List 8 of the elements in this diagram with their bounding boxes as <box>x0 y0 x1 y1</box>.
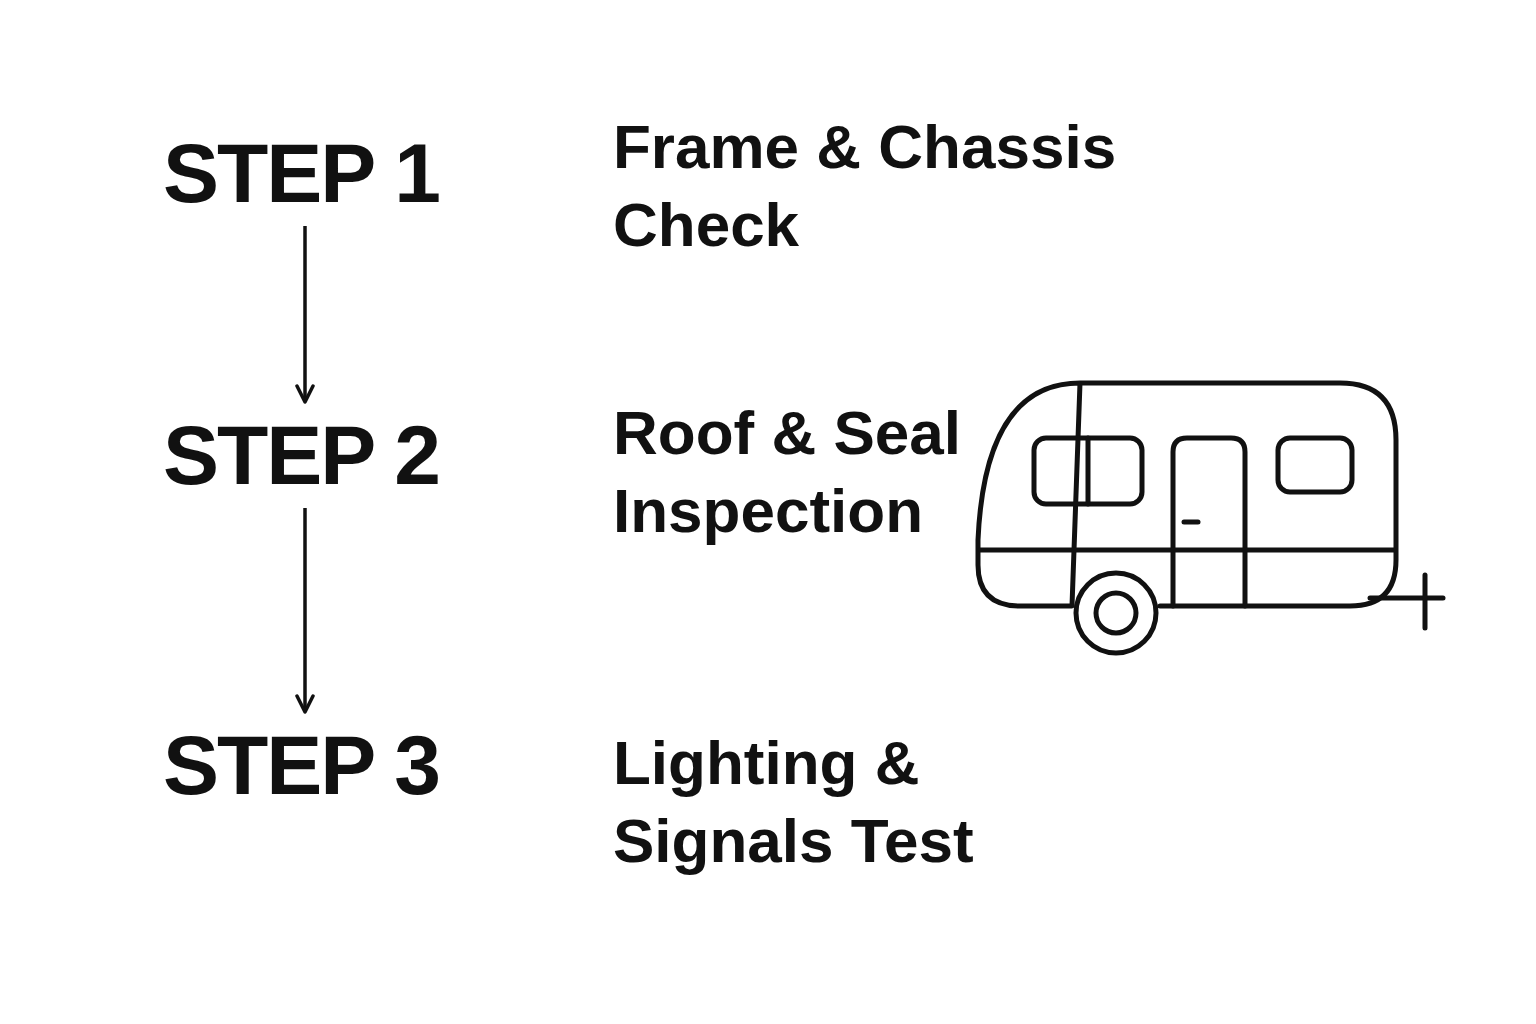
step-description: Frame & Chassis Check <box>613 111 1118 261</box>
arrow <box>295 226 315 404</box>
arrow <box>295 508 315 714</box>
step-label: STEP 2 <box>163 410 439 500</box>
step-label: STEP 3 <box>163 720 439 810</box>
step-description: Roof & Seal Inspection <box>613 397 962 547</box>
step-label: STEP 1 <box>163 128 439 218</box>
step-description: Lighting & Signals Test <box>613 727 975 877</box>
